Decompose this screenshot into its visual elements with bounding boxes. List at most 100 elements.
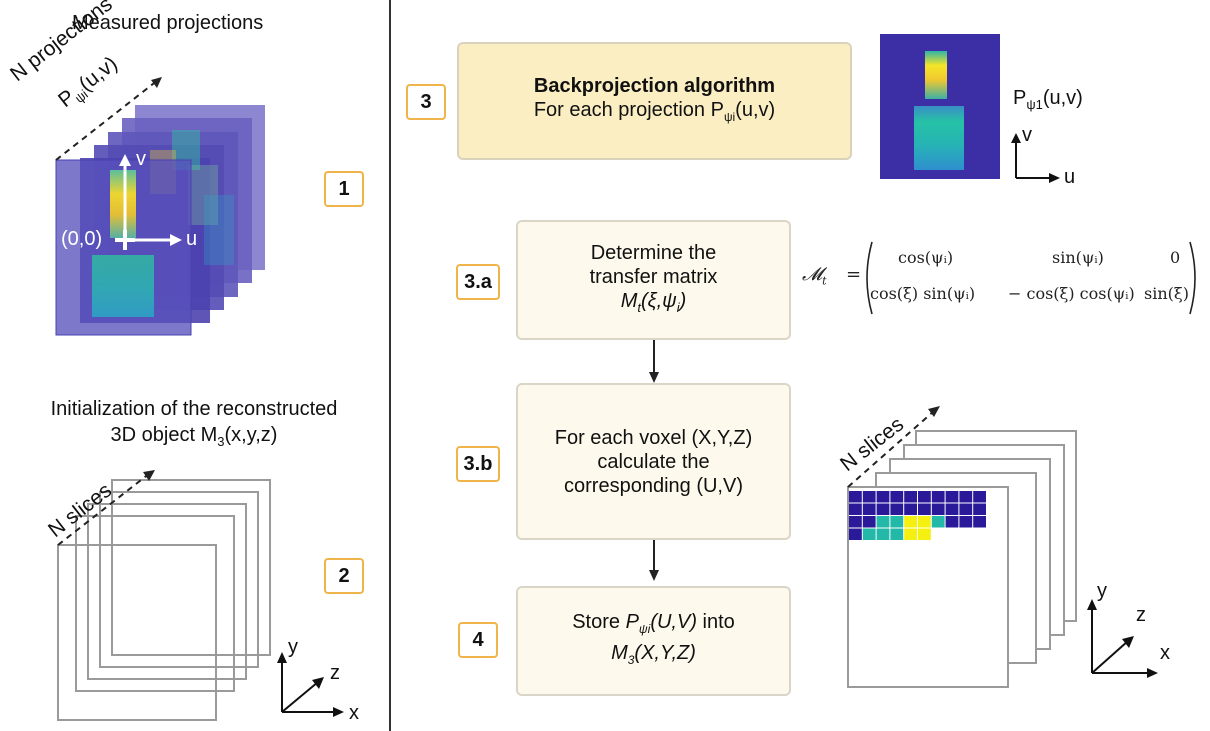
voxel-cell	[918, 516, 931, 528]
step-badge-1: 1	[324, 171, 364, 207]
backprojection-text-post: (u,v)	[735, 98, 776, 121]
voxel-cell	[918, 491, 931, 503]
transfer-matrix-end: )	[679, 289, 687, 312]
voxel-cell	[904, 516, 917, 528]
transfer-matrix-args: (ξ,ψ	[641, 289, 677, 312]
voxel-cell	[931, 491, 945, 503]
voxel-cell	[849, 491, 862, 503]
init-title-sub: 3	[217, 434, 225, 449]
voxel-cell	[862, 491, 876, 503]
axis-v-label: v	[136, 148, 146, 170]
voxel-cell	[890, 503, 904, 515]
voxel-cell	[890, 516, 904, 528]
voxel-cell	[931, 503, 945, 515]
measured-projections-title: Measured projections	[72, 12, 264, 34]
init-title-pre: 3D object M	[110, 424, 218, 446]
matrix-brackets	[866, 241, 1196, 315]
matrix-formula: 𝓜t = cos(ψᵢ) sin(ψᵢ) 0 cos(ξ) sin(ψᵢ) − …	[800, 238, 1205, 316]
projection-axis-u: u	[1064, 166, 1076, 188]
matrix-eq: =	[846, 264, 862, 285]
step-badge-2: 2	[324, 558, 364, 594]
backprojection-text: For each projection Pψi(u,v)	[534, 98, 775, 129]
voxel-cell	[945, 516, 959, 528]
voxel-cell	[876, 491, 890, 503]
voxel-cell	[862, 503, 876, 515]
backprojection-box: Backprojection algorithm For each projec…	[457, 42, 852, 160]
transfer-matrix-line1: Determine the	[590, 241, 717, 264]
transfer-matrix-line2: transfer matrix	[589, 265, 718, 288]
flow-arrows	[649, 340, 659, 581]
voxel-cell	[862, 516, 876, 528]
projection-label-args: (u,v)	[1042, 87, 1083, 109]
init-title-post: (x,y,z)	[224, 424, 278, 446]
projection-image	[880, 34, 1000, 179]
voxel-cell	[890, 528, 904, 540]
voxel-cell	[876, 503, 890, 515]
voxel-cell	[849, 528, 862, 540]
matrix-lhs-m: 𝓜	[802, 264, 823, 285]
voxel-cell	[849, 516, 862, 528]
voxel-cell	[876, 516, 890, 528]
matrix-lhs-sub: t	[822, 274, 827, 288]
left-axis-x: x	[349, 702, 359, 724]
voxel-cell	[876, 528, 890, 540]
voxel-cell	[973, 516, 986, 528]
voxel-cell	[931, 516, 945, 528]
voxel-cell	[945, 503, 959, 515]
left-axis-z: z	[330, 662, 340, 684]
matrix-m13: 0	[1170, 248, 1181, 267]
backprojection-text-pre: For each projection P	[533, 98, 724, 121]
right-axis-y: y	[1097, 580, 1107, 602]
transfer-matrix-m-sub: t	[637, 299, 642, 315]
panel-divider	[389, 0, 391, 731]
voxel-cell	[904, 491, 917, 503]
step-badge-3b: 3.b	[456, 446, 500, 482]
voxel-cell	[959, 503, 973, 515]
reconstructed-slices-stack	[847, 406, 1158, 688]
matrix-m12: sin(ψᵢ)	[1052, 248, 1104, 267]
store-line2-sub: 3	[627, 653, 635, 667]
init-title-line2: 3D object M3(x,y,z)	[10, 424, 378, 449]
voxel-cell	[862, 528, 876, 540]
store-line1-pre: Store	[572, 611, 626, 633]
projection-axis-v: v	[1022, 124, 1032, 146]
transfer-matrix-box: Determine the transfer matrix Mt(ξ,ψi)	[516, 220, 791, 340]
voxel-cell	[849, 503, 862, 515]
store-line2-args: (X,Y,Z)	[634, 642, 696, 664]
step-badge-3: 3	[406, 84, 446, 120]
empty-slices-stack	[57, 470, 344, 721]
right-axis-x: x	[1160, 642, 1170, 664]
voxel-loop-box: For each voxel (X,Y,Z) calculate the cor…	[516, 383, 791, 540]
voxel-cell	[918, 528, 931, 540]
left-axis-y: y	[288, 636, 298, 658]
projection-label-sub: ψ1	[1026, 97, 1043, 112]
origin-label: (0,0)	[61, 228, 103, 250]
step-badge-4: 4	[458, 622, 498, 658]
matrix-lhs: 𝓜t	[802, 264, 827, 288]
voxel-loop-line2: calculate the	[597, 450, 710, 473]
transfer-matrix-psi-sub: i	[676, 299, 680, 315]
backprojection-title: Backprojection algorithm	[533, 74, 776, 97]
voxel-cell	[904, 503, 917, 515]
voxel-cell	[945, 491, 959, 503]
store-line2-m: M	[611, 642, 628, 664]
matrix-m23: sin(ξ)	[1144, 284, 1189, 303]
voxel-loop-line3: corresponding (U,V)	[564, 474, 743, 497]
transfer-matrix-m: M	[620, 289, 638, 312]
matrix-m21: cos(ξ) sin(ψᵢ)	[870, 284, 976, 303]
measured-projections-stack	[55, 77, 265, 336]
voxel-grid	[849, 491, 986, 540]
voxel-cell	[904, 528, 917, 540]
store-box: Store Pψi(U,V) into M3(X,Y,Z)	[516, 586, 791, 696]
step-badge-3a: 3.a	[456, 264, 500, 300]
store-line1-post: into	[696, 611, 735, 633]
voxel-cell	[973, 491, 986, 503]
projection-label-p: P	[1013, 87, 1027, 109]
voxel-cell	[959, 516, 973, 528]
voxel-cell	[918, 503, 931, 515]
store-line1: Store Pψi(U,V) into	[572, 610, 735, 641]
projection-uv-axes	[1011, 133, 1060, 183]
matrix-m22: − cos(ξ) cos(ψᵢ)	[1008, 284, 1135, 303]
backprojection-text-sub: ψi	[723, 109, 736, 124]
store-line1-args: (U,V)	[650, 611, 697, 633]
